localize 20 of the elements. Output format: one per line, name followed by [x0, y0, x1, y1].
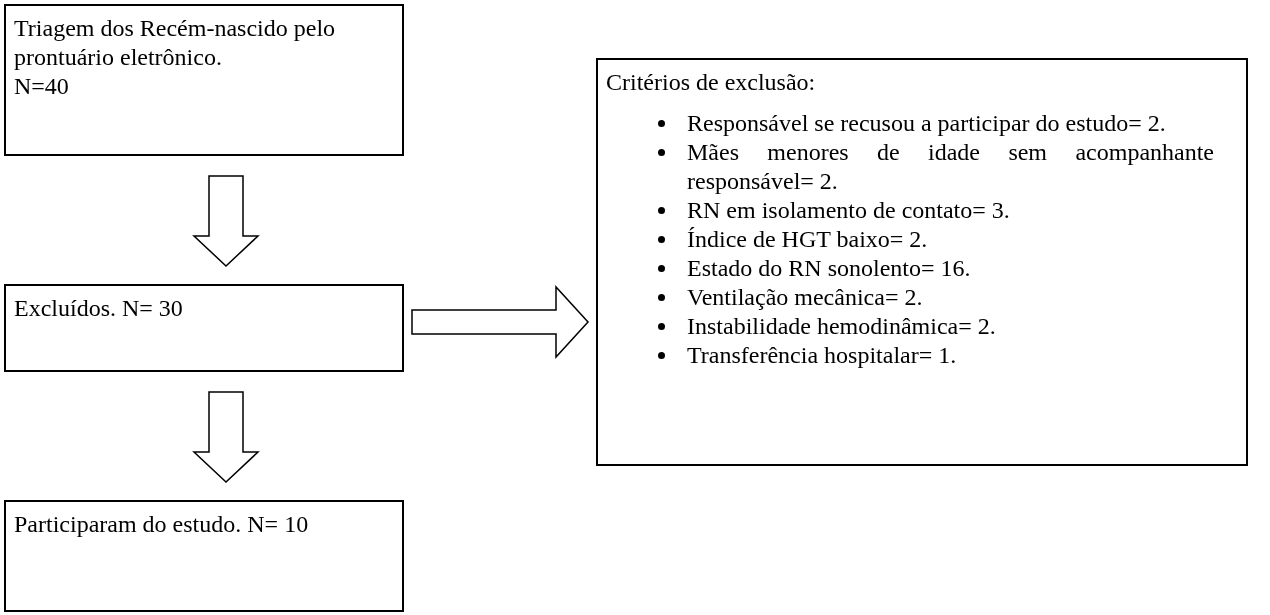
box-text: N=40 [14, 72, 70, 101]
block-arrow [192, 175, 260, 268]
block-arrow [411, 285, 589, 359]
criterion-item: Ventilação mecânica= 2. [687, 283, 923, 312]
criterion-item: Transferência hospitalar= 1. [687, 341, 957, 370]
criterion-item: Responsável se recusou a participar do estudo= 2. [687, 109, 1166, 138]
block-arrow [192, 391, 260, 484]
process-box [4, 284, 404, 372]
process-box [4, 500, 404, 612]
box-text: Triagem dos Recém-nascido pelo prontuário eletrônico. [14, 14, 337, 72]
criterion-item: Estado do RN sonolento= 16. [687, 254, 971, 283]
box-text: Participaram do estudo. N= 10 [14, 510, 310, 539]
criterion-item: Mães menores de idade sem acompanhante responsável= 2. [687, 138, 1214, 196]
criteria-box [596, 58, 1248, 466]
process-box [4, 4, 404, 156]
criterion-item: Instabilidade hemodinâmica= 2. [687, 312, 996, 341]
criterion-item: RN em isolamento de contato= 3. [687, 196, 1010, 225]
criterion-item: Índice de HGT baixo= 2. [687, 225, 928, 254]
box-heading: Critérios de exclusão: [606, 68, 817, 97]
box-text: Excluídos. N= 30 [14, 294, 184, 323]
